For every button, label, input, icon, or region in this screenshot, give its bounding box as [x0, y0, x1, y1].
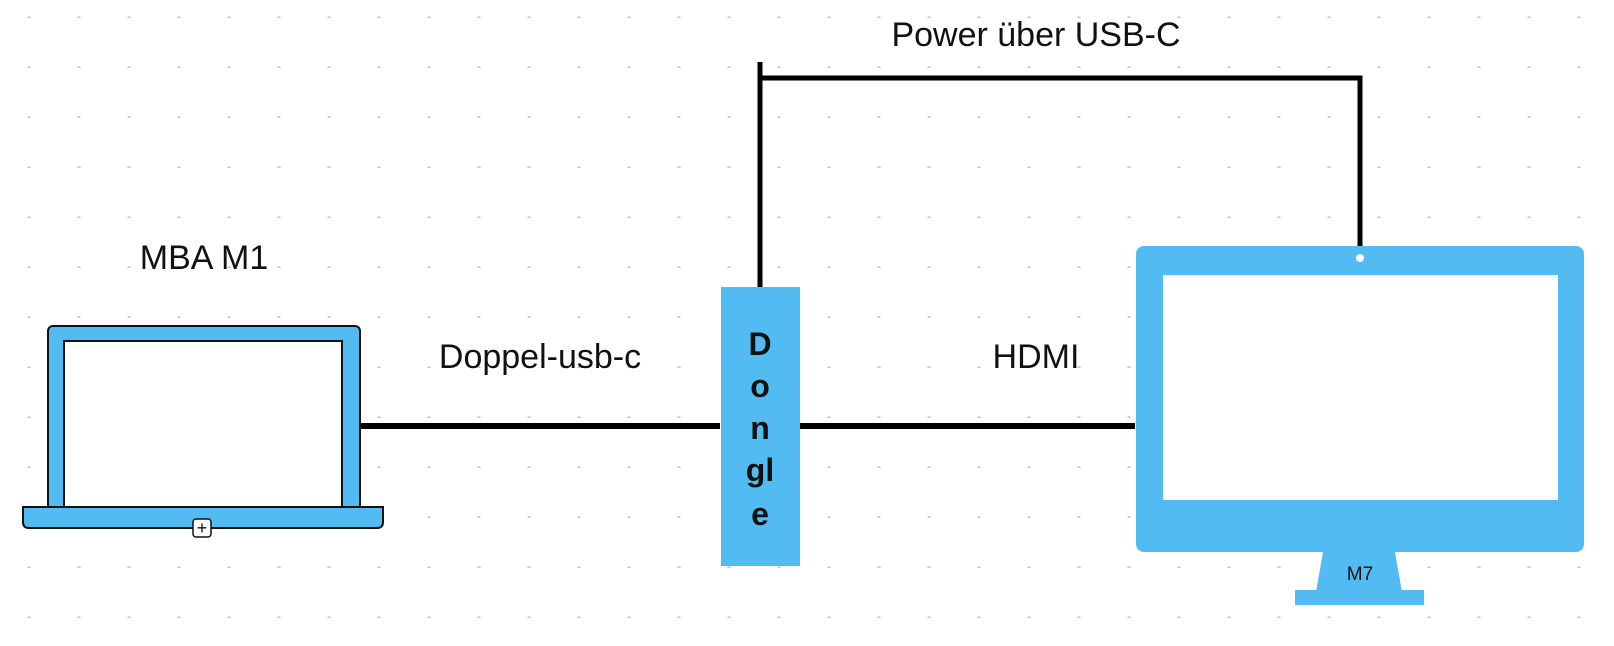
usb-c-link-label: Doppel-usb-c [439, 338, 641, 376]
hdmi-link-label: HDMI [993, 338, 1080, 376]
laptop-screen [63, 340, 343, 509]
dongle-label-line: gl [746, 452, 774, 488]
dongle-label-line: D [748, 326, 771, 362]
expand-icon[interactable] [192, 518, 212, 538]
monitor-foot [1295, 590, 1424, 605]
monitor-icon[interactable] [1136, 246, 1584, 605]
power-link-label: Power über USB-C [891, 16, 1180, 54]
monitor-screen [1163, 275, 1558, 500]
dongle-label-line: e [751, 496, 769, 532]
monitor-stand [1316, 552, 1402, 592]
dongle-label-line: n [750, 410, 770, 446]
dongle-label-line: o [750, 368, 770, 404]
power-cable-line[interactable] [757, 62, 1363, 288]
laptop-icon[interactable]: + [22, 325, 384, 538]
laptop-base [22, 506, 384, 529]
dongle-box[interactable] [721, 287, 800, 566]
laptop-label: MBA M1 [140, 239, 268, 277]
monitor-label: M7 [1347, 564, 1373, 585]
expand-icon-glyph: + [197, 518, 208, 538]
monitor-camera [1356, 254, 1364, 262]
dongle-label: D o n gl e [746, 326, 774, 532]
